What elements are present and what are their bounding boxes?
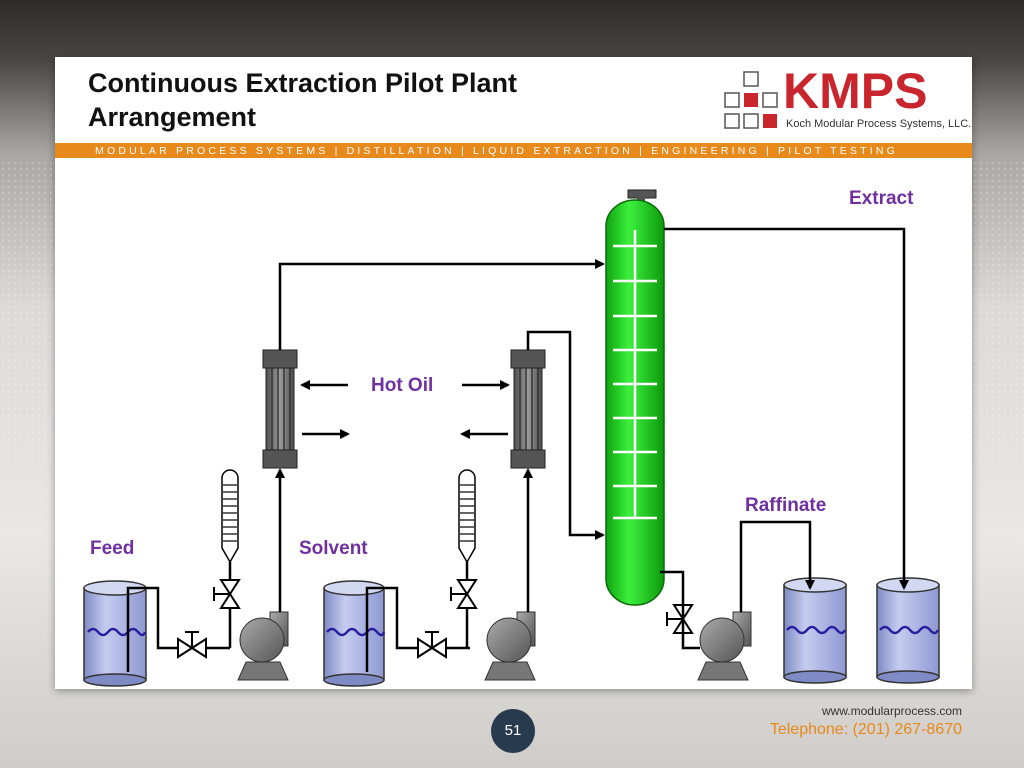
raffinate-tank (783, 577, 847, 684)
page-number: 51 (491, 709, 535, 753)
hot-oil-label: Hot Oil (371, 375, 434, 396)
solvent-calibration-cylinder (458, 469, 476, 648)
logo-wordmark: KMPS (783, 63, 928, 119)
solvent-heat-exchanger (510, 349, 546, 469)
kmps-logo-squares (724, 71, 778, 129)
tagline-band (55, 143, 972, 158)
website-text: www.modularprocess.com (821, 704, 962, 718)
feed-calibration-cylinder (221, 469, 239, 648)
telephone-text: Telephone: (201) 267-8670 (769, 721, 962, 738)
solvent-label: Solvent (299, 538, 368, 559)
page-title: Continuous Extraction Pilot Plant Arrang… (88, 68, 518, 132)
raffinate-pump (697, 611, 752, 681)
feed-label: Feed (90, 538, 135, 559)
extract-label: Extract (849, 188, 914, 209)
extract-tank (876, 577, 940, 684)
feed-tank (83, 580, 147, 687)
tagline-text: MODULAR PROCESS SYSTEMS | DISTILLATION |… (95, 145, 899, 157)
solvent-tank (323, 580, 386, 687)
feed-pump (237, 611, 289, 681)
solvent-pump (484, 611, 536, 681)
feed-heat-exchanger (262, 349, 298, 469)
logo-subtitle: Koch Modular Process Systems, LLC. (786, 118, 972, 130)
raffinate-label: Raffinate (745, 495, 827, 516)
extraction-column (605, 189, 665, 606)
